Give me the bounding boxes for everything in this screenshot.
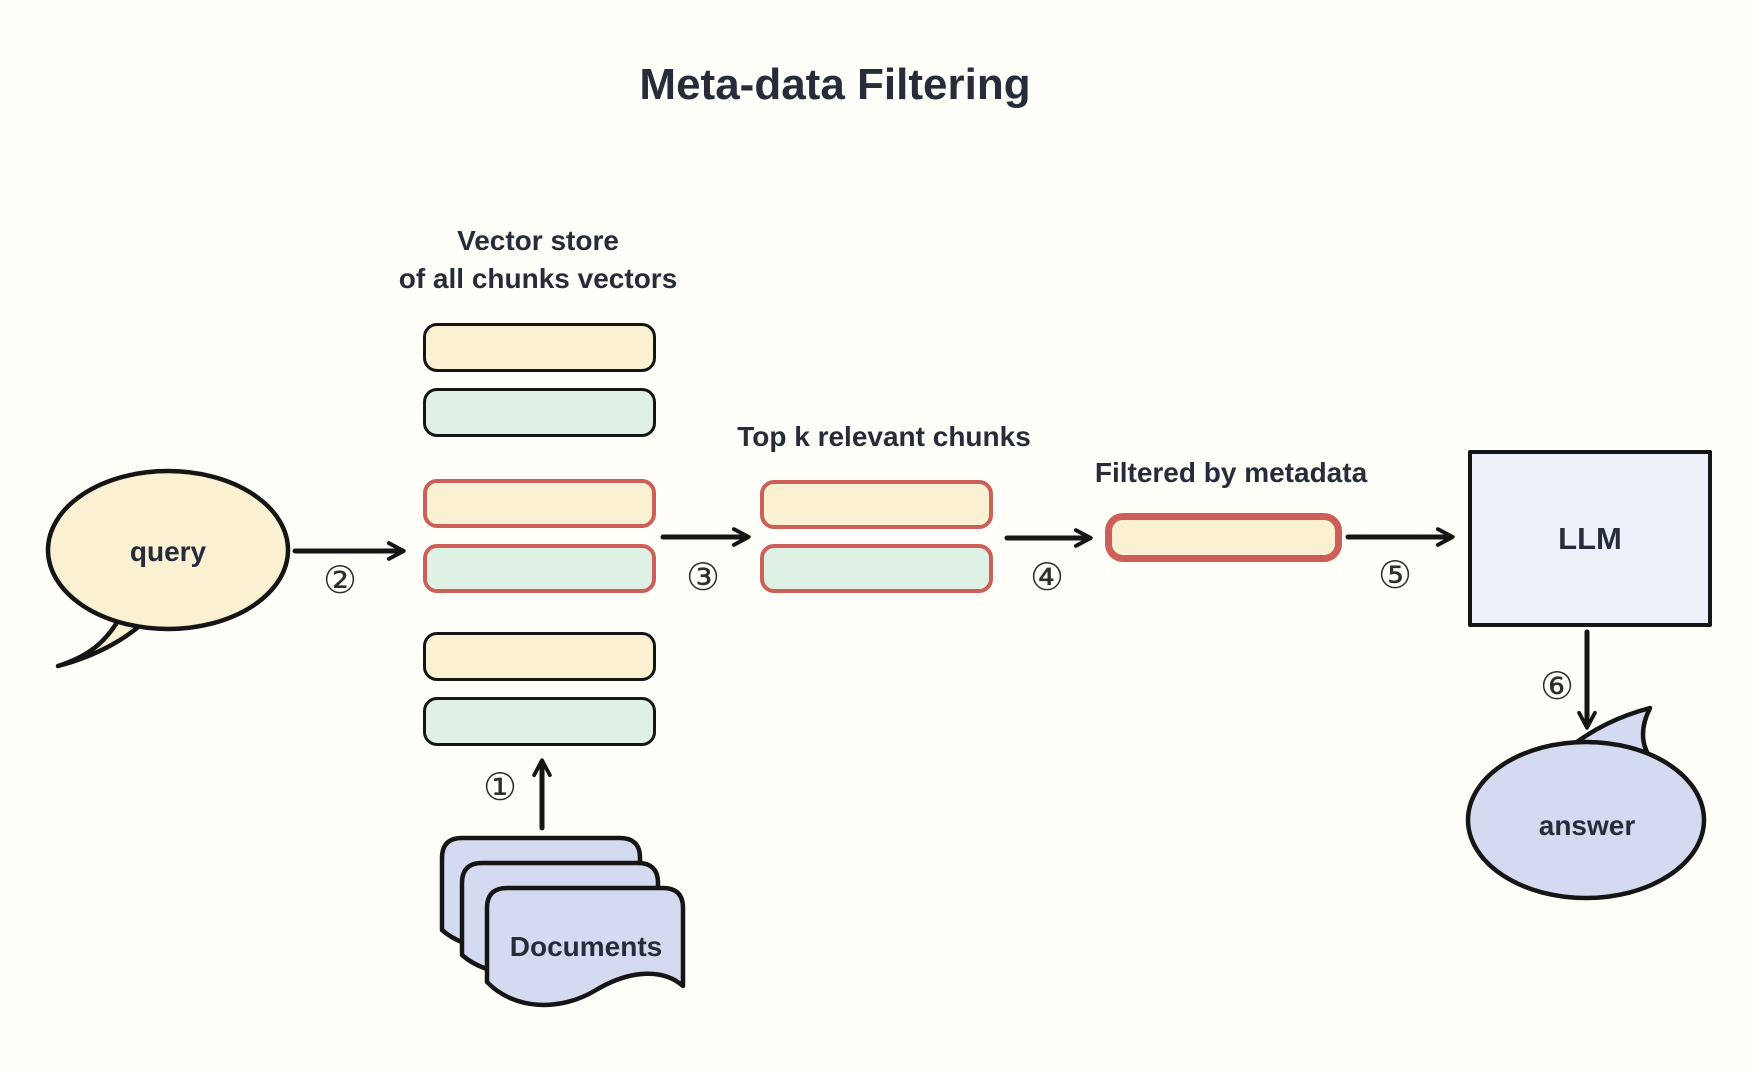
step-6-badge: ⑥	[1539, 664, 1575, 708]
step-1-badge: ①	[482, 765, 518, 809]
answer-bubble	[1465, 705, 1707, 901]
filtered-chunk	[1105, 513, 1342, 562]
query-label: query	[129, 536, 207, 567]
vector-store-label-line1: Vector store	[457, 225, 619, 256]
page-title: Meta-data Filtering	[639, 60, 1031, 109]
highlighted-chunk-cream	[1105, 513, 1342, 562]
top-k-chunks	[760, 480, 993, 593]
chunk-cream	[423, 323, 656, 372]
vector-store-label: Vector store of all chunks vectors	[399, 222, 678, 298]
vector-store-label-line2: of all chunks vectors	[398, 263, 678, 294]
llm-label: LLM	[1558, 520, 1622, 556]
step-2-badge: ②	[322, 558, 358, 602]
filtered-by-metadata-label: Filtered by metadata	[1094, 457, 1368, 488]
vector-store-chunks	[423, 323, 656, 746]
chunk-green	[423, 388, 656, 437]
top-k-label: Top k relevant chunks	[737, 421, 1031, 452]
highlighted-chunk-green	[760, 544, 993, 593]
documents-label: Documents	[509, 931, 663, 962]
highlighted-chunk-cream	[760, 480, 993, 529]
chunk-green	[423, 697, 656, 746]
answer-label: answer	[1538, 810, 1636, 841]
documents-stack-icon	[439, 835, 686, 1008]
llm-box: LLM	[1468, 450, 1712, 627]
step-3-badge: ③	[685, 555, 721, 599]
query-bubble	[45, 468, 291, 669]
chunk-cream	[423, 632, 656, 681]
highlighted-chunk-green	[423, 544, 656, 593]
step-5-badge: ⑤	[1377, 553, 1413, 597]
step-4-badge: ④	[1029, 555, 1065, 599]
highlighted-chunk-cream	[423, 479, 656, 528]
